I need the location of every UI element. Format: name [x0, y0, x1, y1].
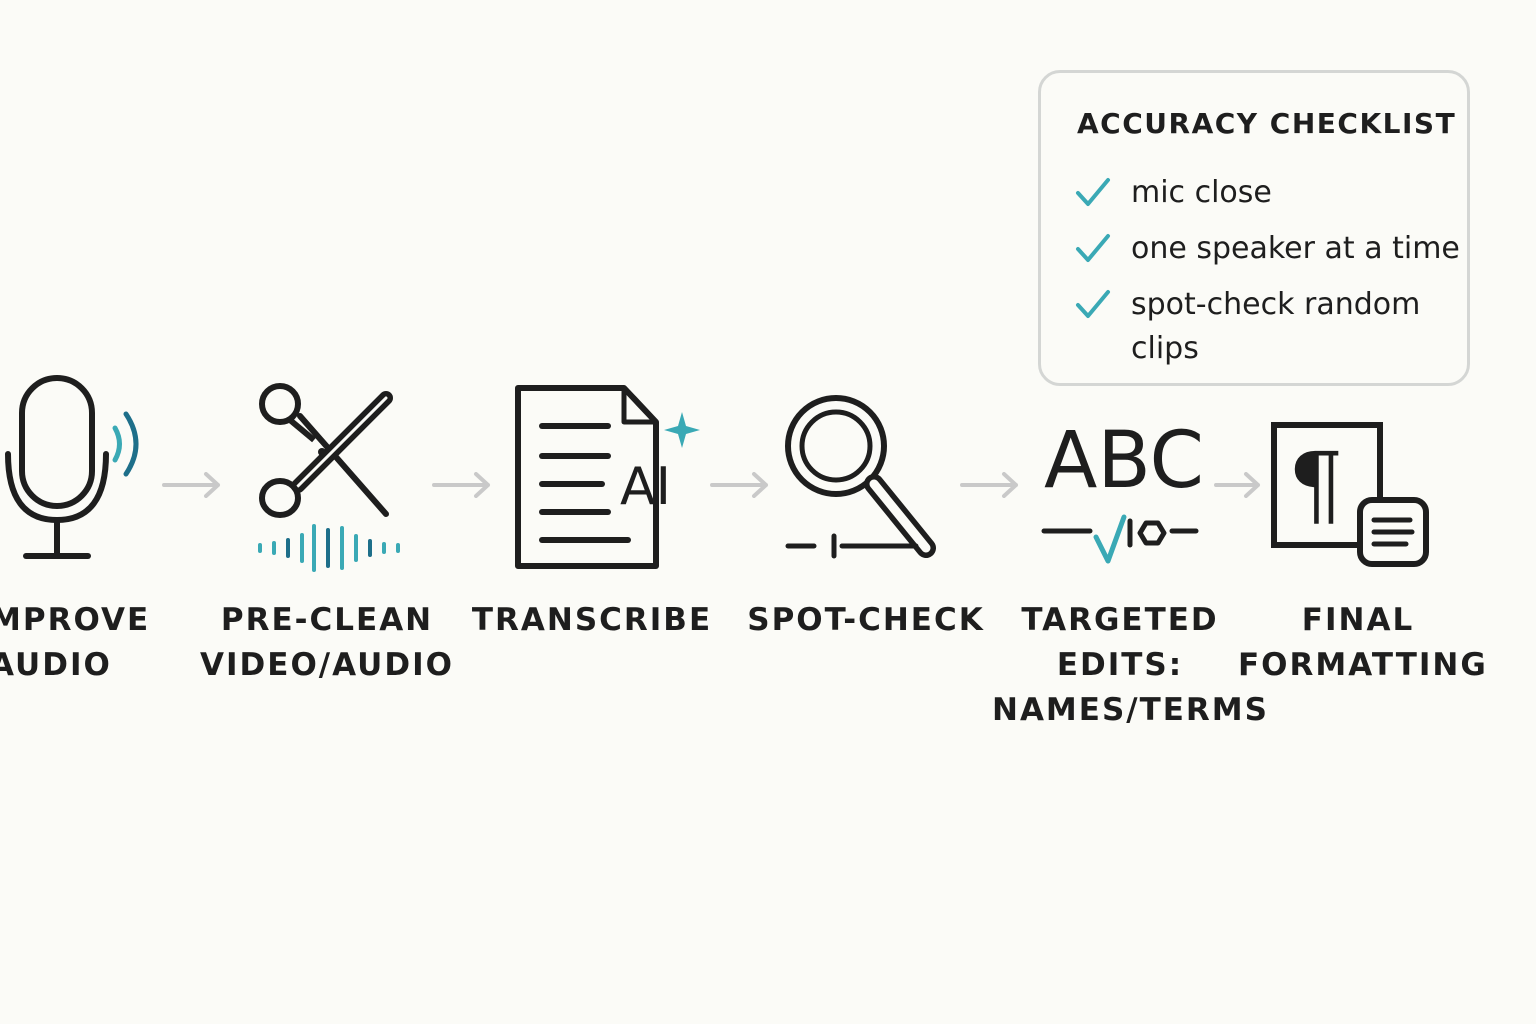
check-icon: [1076, 178, 1110, 206]
microphone-icon: [0, 370, 150, 565]
check-icon: [1076, 290, 1110, 318]
flow-arrow-2: [432, 472, 492, 502]
step-label-spot-check: SPOT-CHECK: [747, 602, 985, 638]
check-mark-icon: [1093, 514, 1127, 564]
flow-arrow-4: [960, 472, 1020, 502]
accuracy-checklist-panel: ACCURACY CHECKLIST mic close one speaker…: [1038, 70, 1470, 386]
step-label-transcribe: TRANSCRIBE: [471, 602, 713, 638]
checklist-item-text: mic close: [1131, 175, 1272, 210]
checklist-title: ACCURACY CHECKLIST: [1077, 107, 1457, 140]
abc-text: ABC: [1044, 416, 1204, 506]
magnifier-icon: [780, 390, 950, 570]
flow-arrow-1: [162, 472, 222, 502]
step-label-targeted-edits: TARGETED EDITS: NAMES/TERMS: [992, 602, 1269, 728]
pilcrow-format-icon: ¶: [1270, 420, 1435, 570]
flow-arrow-5: [1214, 472, 1262, 502]
flow-arrow-3: [710, 472, 770, 502]
ai-badge-text: AI: [620, 457, 671, 517]
step-label-improve-audio: MPROVE AUDIO: [0, 602, 151, 683]
scissors-icon: [250, 380, 410, 575]
pilcrow-text: ¶: [1288, 433, 1344, 536]
step-label-pre-clean: PRE-CLEAN VIDEO/AUDIO: [200, 602, 454, 683]
hexagon-icon: [1137, 520, 1167, 546]
checklist-item-text: one speaker at a time: [1131, 231, 1460, 266]
check-icon: [1076, 234, 1110, 262]
abc-edit-icon: ABC: [1040, 405, 1210, 575]
step-label-final-formatting: FINAL FORMATTING: [1238, 602, 1488, 683]
ai-document-icon: AI: [512, 380, 712, 575]
checklist-item-text: spot-check random clips: [1131, 287, 1421, 366]
sparkle-icon: [664, 412, 700, 448]
